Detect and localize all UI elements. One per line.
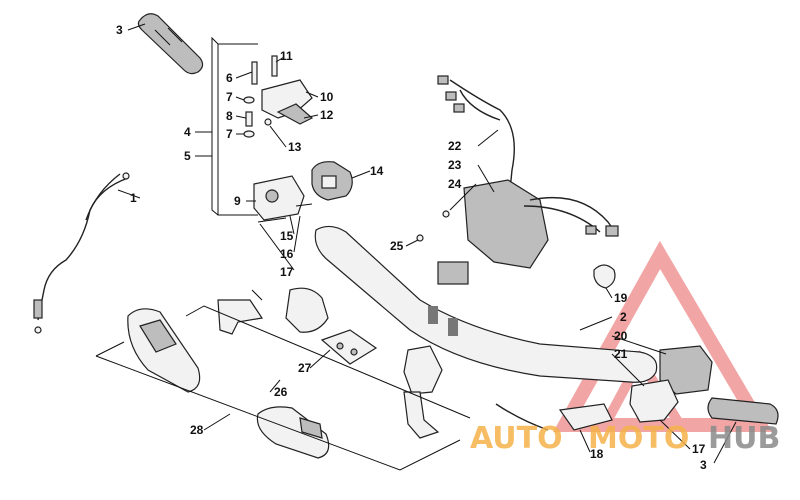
callout-9: 9 (234, 194, 241, 208)
callout-27: 27 (298, 361, 312, 375)
callout-5: 5 (184, 149, 191, 163)
callout-3-bottom: 3 (700, 458, 707, 472)
callout-20: 20 (614, 329, 628, 343)
watermark-moto: MOTO (588, 421, 689, 456)
callout-8: 8 (226, 109, 233, 123)
handguard-right (256, 406, 330, 459)
master-cylinder (253, 175, 313, 223)
brake-lever-assembly (243, 55, 314, 138)
callout-7-a: 7 (226, 90, 233, 104)
grip-wiring-assembly (416, 75, 619, 285)
mount-plate-27 (320, 329, 378, 365)
callout-23: 23 (448, 158, 462, 172)
callout-3-top: 3 (116, 23, 123, 37)
callout-labels: 3 1 4 5 6 7 8 7 11 10 12 13 14 9 15 16 1… (116, 23, 707, 472)
callout-13: 13 (288, 140, 302, 154)
guard-18 (495, 403, 613, 431)
callout-16: 16 (280, 247, 294, 261)
leader-lines (117, 23, 737, 464)
callout-7-b: 7 (226, 127, 233, 141)
callout-17-a: 17 (280, 265, 294, 279)
callout-25: 25 (390, 239, 404, 253)
callout-6: 6 (226, 71, 233, 85)
handlebar (314, 225, 658, 383)
handguard-left (127, 308, 201, 393)
bracket-4-5 (211, 36, 258, 216)
mount-bracket-right (403, 345, 443, 439)
group-lines (95, 305, 471, 471)
callout-1: 1 (130, 191, 137, 205)
throttle-cable (33, 172, 130, 334)
right-grip (707, 397, 779, 425)
callout-11: 11 (280, 49, 293, 63)
mount-bracket-left (217, 287, 329, 335)
callout-24: 24 (448, 177, 462, 191)
callout-15: 15 (280, 229, 294, 243)
callout-26: 26 (274, 385, 288, 399)
callout-18: 18 (590, 447, 604, 461)
watermark-text: AUTO MOTO HUB (470, 421, 780, 456)
switch-housing (311, 161, 353, 201)
callout-19: 19 (614, 291, 628, 305)
callout-14: 14 (370, 164, 384, 178)
right-switch-assembly (593, 264, 713, 423)
callout-28: 28 (190, 423, 204, 437)
left-grip (137, 13, 204, 75)
callout-17-b: 17 (692, 442, 706, 456)
callout-12: 12 (320, 108, 334, 122)
callout-4: 4 (184, 125, 191, 139)
watermark-hub: HUB (708, 421, 780, 456)
watermark-auto: AUTO (470, 421, 563, 456)
callout-22: 22 (448, 139, 462, 153)
callout-2: 2 (620, 310, 627, 324)
callout-21: 21 (614, 347, 628, 361)
callout-10: 10 (320, 90, 334, 104)
